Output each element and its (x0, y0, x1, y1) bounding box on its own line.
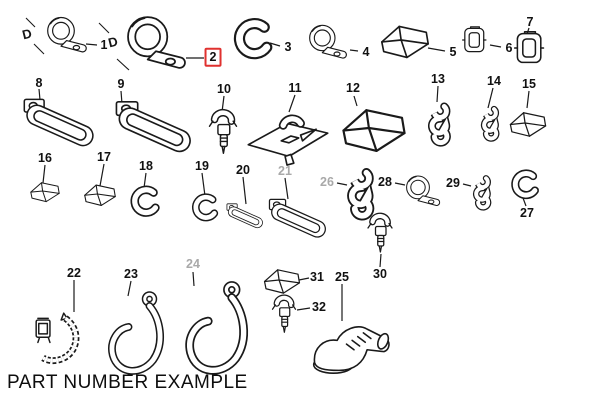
part-label-23[interactable]: 23 (124, 266, 138, 281)
part-label-29[interactable]: 29 (446, 175, 460, 190)
part-4-drawing (309, 24, 348, 59)
part-31-drawing (263, 269, 301, 294)
part-23-drawing (112, 292, 160, 371)
part-label-9[interactable]: 9 (117, 76, 125, 91)
part-label-6[interactable]: 6 (505, 40, 513, 55)
part-10-drawing (210, 113, 237, 154)
part-15-drawing (509, 111, 547, 137)
part-number-example-caption: PART NUMBER EXAMPLE (7, 372, 248, 393)
part-25-drawing (312, 326, 392, 375)
part-label-4[interactable]: 4 (362, 44, 370, 59)
part-label-3[interactable]: 3 (284, 39, 292, 54)
part-22-drawing (36, 313, 76, 360)
part-label-21[interactable]: 21 (278, 163, 292, 178)
part-label-17[interactable]: 17 (97, 149, 111, 164)
part-label-32[interactable]: 32 (312, 299, 326, 314)
part-label-20[interactable]: 20 (236, 162, 250, 177)
part-32-drawing (273, 298, 296, 333)
part-17-drawing (84, 184, 116, 207)
part-label-26[interactable]: 26 (320, 174, 334, 189)
part-20-drawing (226, 203, 265, 230)
part-27-drawing (515, 173, 535, 195)
part-label-25[interactable]: 25 (335, 269, 349, 284)
part-11-drawing (248, 119, 327, 165)
part-5-drawing (380, 25, 430, 59)
part-26-drawing (352, 173, 370, 216)
part-7-drawing (513, 31, 545, 64)
part-label-16[interactable]: 16 (38, 150, 52, 165)
part-label-12[interactable]: 12 (346, 80, 360, 95)
part-24-drawing (190, 282, 244, 370)
part-label-31[interactable]: 31 (310, 269, 324, 284)
part-label-1[interactable]: 1 (100, 37, 108, 52)
part-1-drawing (47, 16, 87, 53)
part-label-8[interactable]: 8 (35, 75, 43, 90)
part-14-drawing (484, 109, 496, 138)
part-29-drawing (476, 178, 488, 207)
part-label-14[interactable]: 14 (487, 73, 501, 88)
part-12-drawing (342, 108, 406, 153)
part-label-19[interactable]: 19 (195, 158, 209, 173)
part-label-15[interactable]: 15 (522, 76, 536, 91)
part-label-5[interactable]: 5 (449, 44, 457, 59)
part-label-28[interactable]: 28 (378, 174, 392, 189)
part-21-drawing (268, 198, 329, 240)
part-3-drawing (239, 24, 266, 54)
part-16-drawing (30, 182, 60, 203)
part-8-drawing (23, 98, 97, 148)
part-label-11[interactable]: 11 (288, 80, 302, 95)
part-label-10[interactable]: 10 (217, 81, 231, 96)
part-30-drawing (368, 216, 392, 252)
part-label-22[interactable]: 22 (67, 265, 81, 280)
part-label-13[interactable]: 13 (431, 71, 445, 86)
dimension-ticks (25, 17, 130, 71)
part-18-drawing (135, 190, 156, 213)
part-label-18[interactable]: 18 (139, 158, 153, 173)
part-label-30[interactable]: 30 (373, 266, 387, 281)
part-28-drawing (405, 175, 441, 207)
part-label-27[interactable]: 27 (520, 205, 534, 220)
part-label-2 selection-highlight-box[interactable]: 2 (204, 47, 222, 67)
part-label-24[interactable]: 24 (186, 256, 200, 271)
part-label-7[interactable]: 7 (526, 14, 534, 29)
part-9-drawing (115, 100, 195, 154)
part-2-drawing (127, 16, 186, 69)
part-19-drawing (196, 197, 215, 217)
part-13-drawing (432, 106, 447, 142)
part-6-drawing (461, 26, 487, 53)
